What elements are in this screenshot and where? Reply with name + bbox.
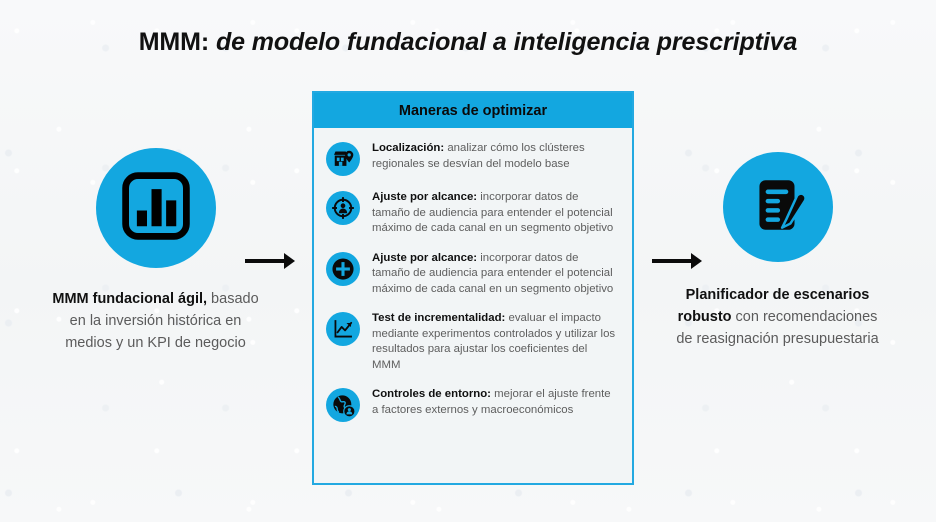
list-item-body: analizar cómo los clústeres regionales s…: [372, 142, 585, 170]
list-item-body: evaluar el impacto mediante experimentos…: [372, 312, 616, 371]
list-item-text: Controles de entorno: mejorar el ajuste …: [372, 386, 618, 418]
left-caption-strong: MMM fundacional ágil,: [52, 291, 208, 307]
plus-circle-icon: [326, 251, 360, 286]
list-item-body: mejorar el ajuste frente a factores exte…: [372, 388, 611, 416]
right-caption: Planificador de escenarios robusto con r…: [670, 284, 885, 350]
list-item-text: Localización: analizar cómo los clústere…: [372, 140, 618, 172]
page-title: MMM: de modelo fundacional a inteligenci…: [0, 28, 936, 57]
right-caption-rest: con recomendaciones de reasignación pres…: [676, 309, 879, 347]
target-audience-icon: [326, 191, 360, 225]
document-edit-icon: [745, 172, 811, 243]
arrow-shaft: [652, 259, 692, 263]
arrow-head: [691, 253, 702, 269]
panel-header: Maneras de optimizar: [314, 93, 632, 128]
globe-controls-icon: [326, 388, 360, 422]
left-caption: MMM fundacional ágil, basado en la inver…: [48, 288, 263, 354]
line-chart-icon: [326, 312, 360, 346]
bar-chart-icon: [120, 170, 192, 247]
list-item[interactable]: Test de incrementalidad: evaluar el impa…: [326, 310, 618, 373]
left-icon-circle: [95, 148, 216, 268]
list-item-lead: Controles de entorno:: [372, 388, 491, 400]
list-item-lead: Localización:: [372, 142, 445, 154]
list-item[interactable]: Localización: analizar cómo los clústere…: [326, 140, 618, 176]
arrow-shaft: [245, 259, 285, 263]
list-item-text: Test de incrementalidad: evaluar el impa…: [372, 310, 618, 373]
store-location-pin-icon: [326, 142, 360, 176]
left-stage: MMM fundacional ágil, basado en la inver…: [48, 148, 263, 354]
list-item-body: incorporar datos de tamaño de audiencia …: [372, 191, 614, 234]
list-item-lead: Test de incrementalidad:: [372, 312, 506, 324]
optimization-panel: Maneras de optimizar Localización: an: [312, 91, 634, 485]
list-item-text: Ajuste por alcance: incorporar datos de …: [372, 189, 618, 237]
list-item[interactable]: Controles de entorno: mejorar el ajuste …: [326, 386, 618, 422]
page-title-italic: de modelo fundacional a inteligencia pre…: [209, 28, 798, 56]
list-item-body: incorporar datos de tamaño de audiencia …: [372, 251, 614, 295]
list-item-lead: Ajuste por alcance:: [372, 191, 478, 203]
left-caption-rest: basado en la inversión histórica en medi…: [65, 291, 259, 351]
page-title-bold: MMM:: [138, 28, 210, 56]
arrow-right-icon-right: [652, 253, 702, 269]
list-item[interactable]: Ajuste por alcance: incorporar datos de …: [326, 250, 618, 298]
right-caption-strong: Planificador de escenarios robusto: [677, 287, 870, 325]
right-icon-circle: [722, 152, 833, 262]
right-stage: Planificador de escenarios robusto con r…: [670, 152, 885, 350]
list-item-text: Ajuste por alcance: incorporar datos de …: [372, 250, 618, 298]
arrow-head: [284, 253, 295, 269]
panel-body: Localización: analizar cómo los clústere…: [314, 128, 632, 441]
list-item[interactable]: Ajuste por alcance: incorporar datos de …: [326, 189, 618, 237]
arrow-right-icon-left: [245, 253, 295, 269]
list-item-lead: Ajuste por alcance:: [372, 251, 478, 264]
